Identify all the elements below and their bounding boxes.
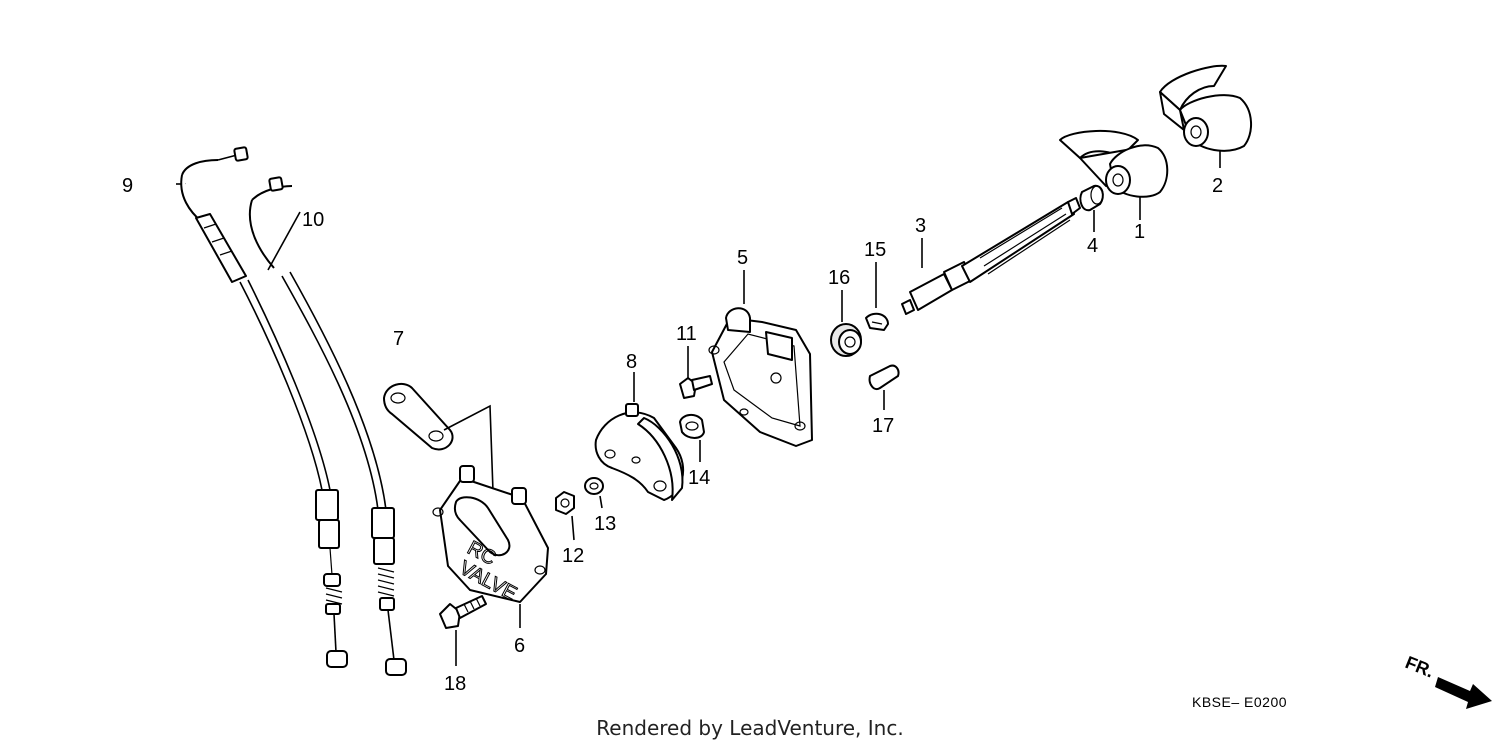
callout-3: 3	[915, 215, 926, 237]
diagram-code: KBSE– E0200	[1192, 694, 1288, 710]
part-3-shaft	[901, 197, 1081, 315]
front-direction-arrow-icon: FR.	[1403, 652, 1492, 709]
part-5-housing	[708, 270, 813, 447]
callout-1: 1	[1134, 221, 1145, 243]
callout-17: 17	[872, 415, 894, 437]
callout-6: 6	[514, 635, 525, 657]
callout-11: 11	[676, 323, 697, 345]
part-18-bolt	[439, 595, 487, 666]
part-13-washer	[584, 477, 604, 509]
part-14-seal	[679, 414, 705, 462]
part-15-clip	[865, 262, 889, 331]
part-10-cable	[248, 176, 407, 676]
part-16-bearing	[830, 290, 862, 357]
part-12-nut	[555, 491, 575, 541]
callout-9: 9	[122, 175, 133, 197]
callout-16: 16	[828, 267, 850, 289]
direction-label: FR.	[1403, 652, 1437, 681]
part-7-link-arm	[383, 382, 495, 521]
callout-5: 5	[737, 247, 748, 269]
part-1-lever	[1059, 130, 1169, 220]
part-2-lever	[1159, 64, 1252, 168]
part-4-collar	[1079, 184, 1104, 232]
callout-13: 13	[594, 513, 616, 535]
part-17-pin	[868, 364, 900, 410]
callout-7: 7	[393, 328, 404, 350]
footer-credit: Rendered by LeadVenture, Inc.	[596, 716, 904, 740]
callout-8: 8	[626, 351, 637, 373]
part-9-cable	[176, 146, 348, 668]
part-8-pulley	[594, 372, 685, 501]
callout-15: 15	[864, 239, 886, 261]
callout-2: 2	[1212, 175, 1223, 197]
callout-18: 18	[444, 673, 466, 695]
callout-4: 4	[1087, 235, 1098, 257]
callout-10: 10	[302, 209, 324, 231]
part-11-bolt	[679, 346, 713, 399]
callout-12: 12	[562, 545, 584, 567]
callout-14: 14	[688, 467, 710, 489]
